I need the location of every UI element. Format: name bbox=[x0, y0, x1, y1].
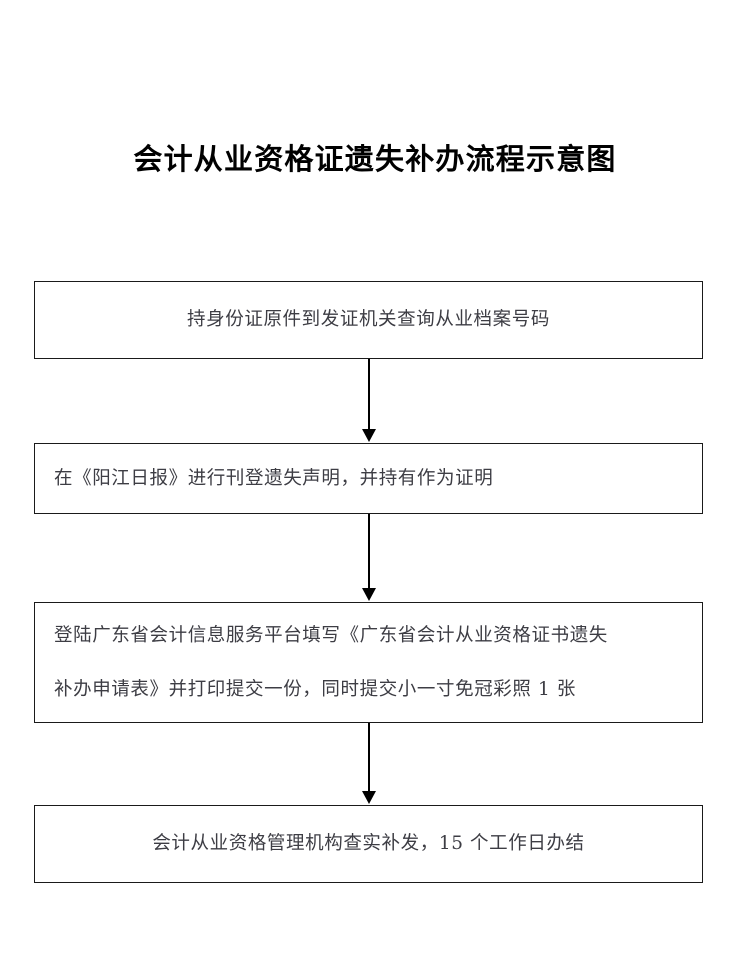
flow-step-text-1: 持身份证原件到发证机关查询从业档案号码 bbox=[35, 297, 702, 343]
flow-step-line: 补办申请表》并打印提交一份，同时提交小一寸免冠彩照 1 张 bbox=[54, 678, 576, 700]
arrow-stem bbox=[368, 514, 371, 589]
flow-arrow-2-to-3 bbox=[362, 514, 376, 602]
arrow-down-icon bbox=[362, 429, 376, 442]
flow-arrow-3-to-4 bbox=[362, 723, 376, 805]
page-title: 会计从业资格证遗失补办流程示意图 bbox=[133, 142, 617, 176]
flow-step-line: 会计从业资格管理机构查实补发，15 个工作日办结 bbox=[152, 833, 585, 854]
flow-step-box-1: 持身份证原件到发证机关查询从业档案号码 bbox=[34, 281, 703, 359]
flow-step-text-3: 登陆广东省会计信息服务平台填写《广东省会计从业资格证书遗失 补办申请表》并打印提… bbox=[35, 609, 702, 717]
arrow-down-icon bbox=[362, 791, 376, 804]
flow-step-line: 持身份证原件到发证机关查询从业档案号码 bbox=[187, 309, 550, 330]
flow-step-line: 在《阳江日报》进行刊登遗失声明，并持有作为证明 bbox=[54, 467, 494, 489]
flow-step-box-4: 会计从业资格管理机构查实补发，15 个工作日办结 bbox=[34, 805, 703, 883]
arrow-down-icon bbox=[362, 588, 376, 601]
arrow-stem bbox=[368, 359, 371, 430]
flow-step-line: 登陆广东省会计信息服务平台填写《广东省会计从业资格证书遗失 bbox=[54, 624, 608, 646]
flow-step-box-3: 登陆广东省会计信息服务平台填写《广东省会计从业资格证书遗失 补办申请表》并打印提… bbox=[34, 602, 703, 723]
flow-step-text-4: 会计从业资格管理机构查实补发，15 个工作日办结 bbox=[35, 821, 702, 867]
arrow-stem bbox=[368, 723, 371, 792]
flow-step-box-2: 在《阳江日报》进行刊登遗失声明，并持有作为证明 bbox=[34, 443, 703, 514]
flow-arrow-1-to-2 bbox=[362, 359, 376, 443]
flow-step-text-2: 在《阳江日报》进行刊登遗失声明，并持有作为证明 bbox=[35, 456, 702, 502]
